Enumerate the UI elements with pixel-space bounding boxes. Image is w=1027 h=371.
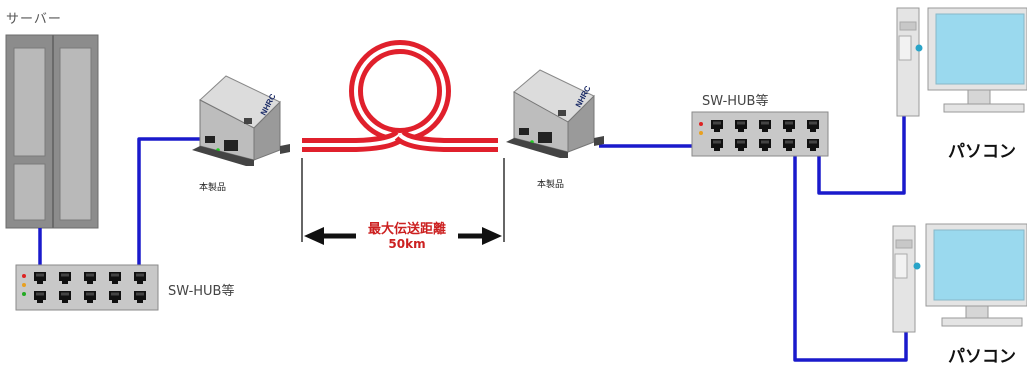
cable-hub-to-pc-bottom	[793, 148, 908, 362]
arrow-left-icon	[304, 227, 356, 245]
hub-right-label: SW-HUB等	[702, 94, 769, 109]
server-label: サーバー	[6, 12, 62, 27]
distance-indicator	[301, 158, 505, 245]
distance-title: 最大伝送距離	[367, 222, 446, 237]
pc-bottom-label: パソコン	[948, 347, 1016, 367]
server-icon	[5, 34, 99, 229]
media-converter-icon: NHRC	[506, 69, 604, 158]
product-left-label: 本製品	[199, 183, 227, 193]
cable-hub-to-pc-top	[817, 108, 906, 195]
product-right-label: 本製品	[537, 180, 565, 190]
arrow-right-icon	[458, 227, 502, 245]
switching-hub-icon	[15, 264, 159, 311]
media-converter-icon: NHRC	[192, 75, 290, 166]
hub-left-label: SW-HUB等	[168, 284, 235, 299]
distance-value: 50km	[388, 237, 426, 251]
desktop-pc-icon	[896, 7, 1027, 117]
fiber-loop-icon	[302, 40, 498, 152]
pc-top-label: パソコン	[948, 142, 1016, 162]
cable-hub-to-converter-left	[137, 137, 202, 275]
desktop-pc-icon	[892, 223, 1027, 333]
switching-hub-icon	[691, 111, 829, 157]
